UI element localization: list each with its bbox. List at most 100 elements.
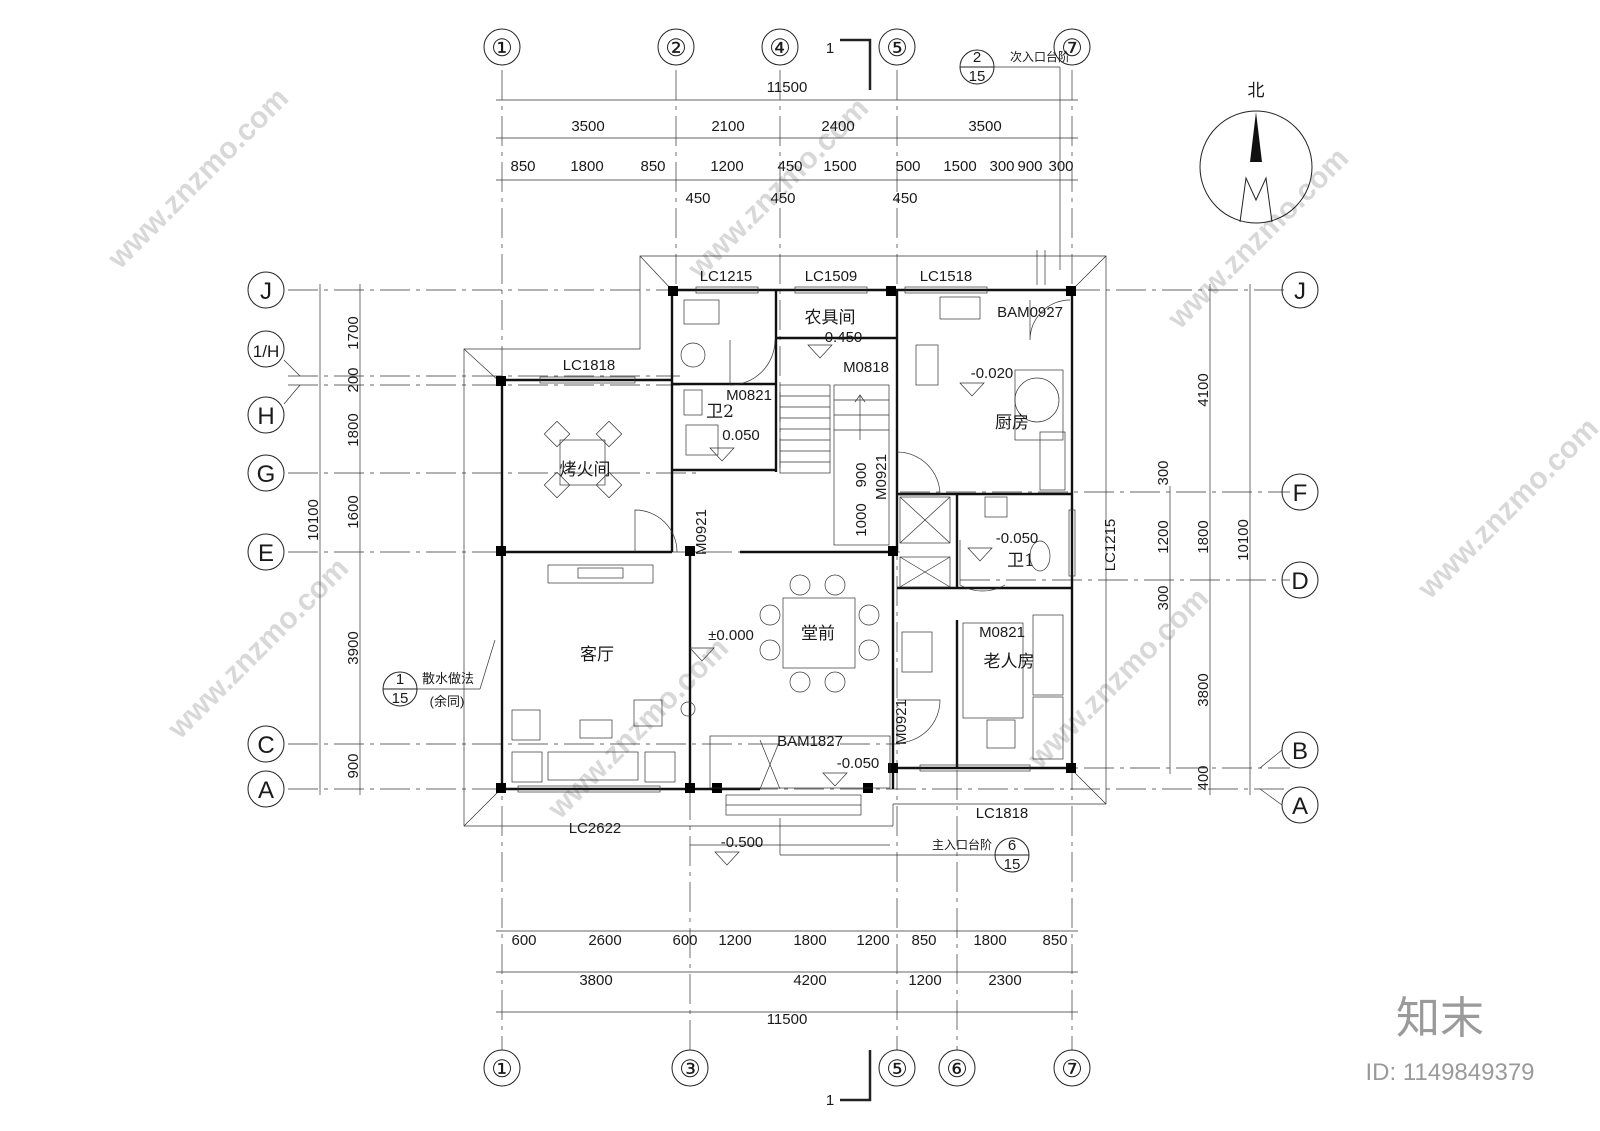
- axis-label: D: [1291, 568, 1308, 595]
- door-code: M0821: [726, 387, 772, 404]
- section-label: 1: [826, 40, 834, 57]
- watermark: www.znzmo.com: [541, 632, 735, 826]
- axis-label: ⑤: [886, 35, 908, 62]
- dim-bottom-total: 11500: [767, 1011, 808, 1028]
- dim-bottom-fine: 2600: [588, 932, 621, 949]
- dim-bottom-fine: 600: [511, 932, 536, 949]
- dim-top-fine: 500: [895, 158, 920, 175]
- room-label: 老人房: [984, 652, 1035, 672]
- level-mark: 0.050: [722, 427, 760, 444]
- dim-left-fine: 900: [345, 753, 362, 778]
- dim-right-mid: 1800: [1195, 520, 1212, 553]
- dim-top-fine: 1800: [570, 158, 603, 175]
- watermark: www.znzmo.com: [1411, 412, 1600, 606]
- entrance-steps: [690, 250, 1046, 846]
- dim-bottom-mid: 4200: [793, 972, 826, 989]
- axis-bubbles-left: J 1/H H G E C A: [247, 271, 301, 808]
- detail-callout-apron: 1 15 散水做法 (余同): [382, 639, 496, 709]
- dim-right-fine: 300: [1155, 585, 1172, 610]
- stair-dim: 900: [853, 462, 870, 487]
- axis-label: ⑦: [1061, 1056, 1083, 1083]
- dim-top-mid: 2100: [711, 118, 744, 135]
- level-mark: -0.020: [971, 365, 1014, 382]
- axis-label: J: [1294, 278, 1306, 305]
- image-id: ID: 1149849379: [1365, 1059, 1534, 1086]
- dim-right-fine: 1200: [1155, 520, 1172, 553]
- section-label: 1: [826, 1092, 834, 1109]
- axis-label: ⑦: [1061, 35, 1083, 62]
- axis-label: J: [260, 278, 272, 305]
- dim-top-mid: 3500: [968, 118, 1001, 135]
- room-label: 客厅: [580, 645, 614, 665]
- axis-bubbles-top: ① ② ④ ⑤ ⑦: [483, 28, 1091, 66]
- detail-sheet: 15: [969, 68, 986, 85]
- axis-label: E: [258, 540, 274, 567]
- window-code: LC1215: [1102, 519, 1119, 572]
- north-arrow: 北: [1199, 81, 1313, 224]
- north-label: 北: [1248, 81, 1265, 101]
- level-mark: -0.450: [820, 329, 863, 346]
- section-mark-top: 1: [826, 38, 872, 90]
- stair-dim: 1000: [853, 503, 870, 536]
- dim-left-fine: 1600: [345, 495, 362, 528]
- dim-bottom-fine: 850: [911, 932, 936, 949]
- room-label: 农具间: [805, 308, 856, 328]
- axis-label: ⑤: [886, 1056, 908, 1083]
- axis-label: ①: [491, 35, 513, 62]
- detail-num: 2: [973, 49, 981, 66]
- room-label: 卫2: [706, 402, 734, 422]
- axis-label: ①: [491, 1056, 513, 1083]
- dim-right-fine: 300: [1155, 460, 1172, 485]
- brand-logo: 知末: [1396, 993, 1484, 1044]
- level-mark: ±0.000: [708, 627, 754, 644]
- dim-bottom-fine: 1800: [793, 932, 826, 949]
- dim-bottom-fine: 1200: [856, 932, 889, 949]
- dim-right-fine: 400: [1195, 765, 1212, 790]
- furniture: [511, 296, 1066, 783]
- windows: [517, 286, 1076, 793]
- detail-sheet: 15: [392, 690, 409, 707]
- door-code: M0921: [693, 509, 710, 555]
- door-code: BAM1827: [777, 733, 843, 750]
- axis-label: A: [1292, 793, 1308, 820]
- door-code: M0921: [893, 699, 910, 745]
- axis-label: ④: [769, 35, 791, 62]
- detail-num: 6: [1008, 837, 1016, 854]
- dim-top-fine: 1200: [710, 158, 743, 175]
- detail-callout-secondary-entrance: 2 15 次入口台阶: [959, 49, 1070, 270]
- detail-label: 主入口台阶: [932, 837, 992, 852]
- axis-label: ②: [665, 35, 687, 62]
- axis-label: B: [1292, 738, 1308, 765]
- walls: [500, 288, 1074, 791]
- axis-label: F: [1293, 480, 1308, 507]
- axis-label: C: [257, 732, 274, 759]
- dim-right-total: 10100: [1235, 519, 1252, 561]
- detail-sheet: 15: [1004, 856, 1021, 873]
- dim-top-mid: 3500: [571, 118, 604, 135]
- window-code: LC1818: [976, 805, 1029, 822]
- detail-label: 散水做法: [422, 671, 474, 686]
- detail-label: 次入口台阶: [1010, 49, 1070, 64]
- dim-left-total: 10100: [305, 499, 322, 541]
- watermark: www.znzmo.com: [1021, 582, 1215, 776]
- dim-top-sub: 450: [685, 190, 710, 207]
- level-mark: -0.050: [837, 755, 880, 772]
- room-label: 烤火间: [560, 460, 611, 480]
- room-label: 堂前: [801, 624, 835, 644]
- grid-lines: [288, 70, 1290, 1050]
- dim-left-fine: 1800: [345, 413, 362, 446]
- watermark: www.znzmo.com: [101, 82, 295, 276]
- window-code: LC1518: [920, 268, 973, 285]
- dim-left-fine: 200: [345, 367, 362, 392]
- dim-top-fine: 300: [989, 158, 1014, 175]
- dim-left-fine: 3900: [345, 631, 362, 664]
- dim-top-fine: 850: [510, 158, 535, 175]
- window-code: LC1818: [563, 357, 616, 374]
- axis-bubbles-bottom: ① ③ ⑤ ⑥ ⑦: [483, 1049, 1091, 1087]
- axis-label: G: [257, 461, 276, 488]
- watermark: www.znzmo.com: [1161, 142, 1355, 336]
- dim-top-fine: 1500: [823, 158, 856, 175]
- door-swings: [634, 299, 1071, 790]
- dim-bottom-fine: 600: [672, 932, 697, 949]
- level-marks: [689, 344, 993, 866]
